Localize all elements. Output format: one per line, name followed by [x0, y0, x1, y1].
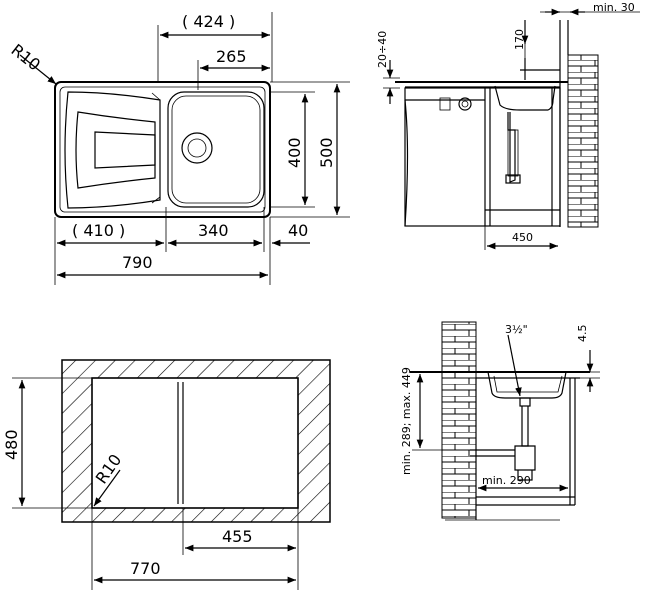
plan-view: R10 ( 424 ) 265 400 500 ( 410 ) 340 40 7…	[8, 12, 350, 285]
cutout-dim-455: 455	[222, 527, 253, 546]
drain-outer	[181, 132, 213, 164]
side-dim-min30: min. 30	[593, 1, 635, 14]
front-sink-bowl	[487, 371, 567, 399]
cutout-view: 480 R10 455 770	[2, 359, 331, 590]
side-brick-wall	[567, 54, 599, 228]
side-dim-170: 170	[513, 29, 526, 50]
cutout-dim-480: 480	[2, 429, 21, 460]
side-dim-450: 450	[512, 231, 533, 244]
side-knob	[458, 97, 472, 111]
plan-dim-40: 40	[288, 221, 308, 240]
plan-dim-790: 790	[122, 253, 153, 272]
sink-outline	[54, 81, 271, 218]
sink-inner-rim	[59, 86, 266, 213]
side-sink-bowl	[494, 85, 556, 111]
front-brick-wall	[441, 321, 477, 519]
side-dim-range: 20÷40	[376, 31, 389, 68]
front-dim-height-range: min. 289; max. 449	[400, 367, 413, 475]
front-view: 3½" 4.5 min. 289; max. 449 min. 290	[400, 321, 600, 521]
drainer	[64, 91, 161, 209]
plan-dim-265: 265	[216, 47, 247, 66]
bowl	[167, 91, 265, 208]
drain-inner	[187, 138, 207, 158]
front-dim-drain: 3½"	[505, 323, 528, 336]
plan-dim-400: 400	[285, 137, 304, 168]
cutout-hatched-counter	[61, 359, 331, 523]
bowl-inner	[171, 95, 261, 204]
drainer-channel	[94, 131, 156, 169]
front-dim-min290: min. 290	[482, 474, 531, 487]
cutout-dim-770: 770	[130, 559, 161, 578]
drainer-groove	[75, 111, 156, 189]
front-dim-4-5: 4.5	[576, 325, 589, 343]
cutout-opening	[91, 377, 299, 509]
cutout-radius-label: R10	[92, 451, 126, 488]
plan-dim-340: 340	[198, 221, 229, 240]
side-cabinet	[404, 87, 561, 227]
plan-dim-500: 500	[317, 137, 336, 168]
side-view: min. 30 170 20÷40 450	[376, 1, 640, 250]
plan-dim-410: ( 410 )	[72, 221, 125, 240]
plan-dim-424: ( 424 )	[182, 12, 235, 31]
